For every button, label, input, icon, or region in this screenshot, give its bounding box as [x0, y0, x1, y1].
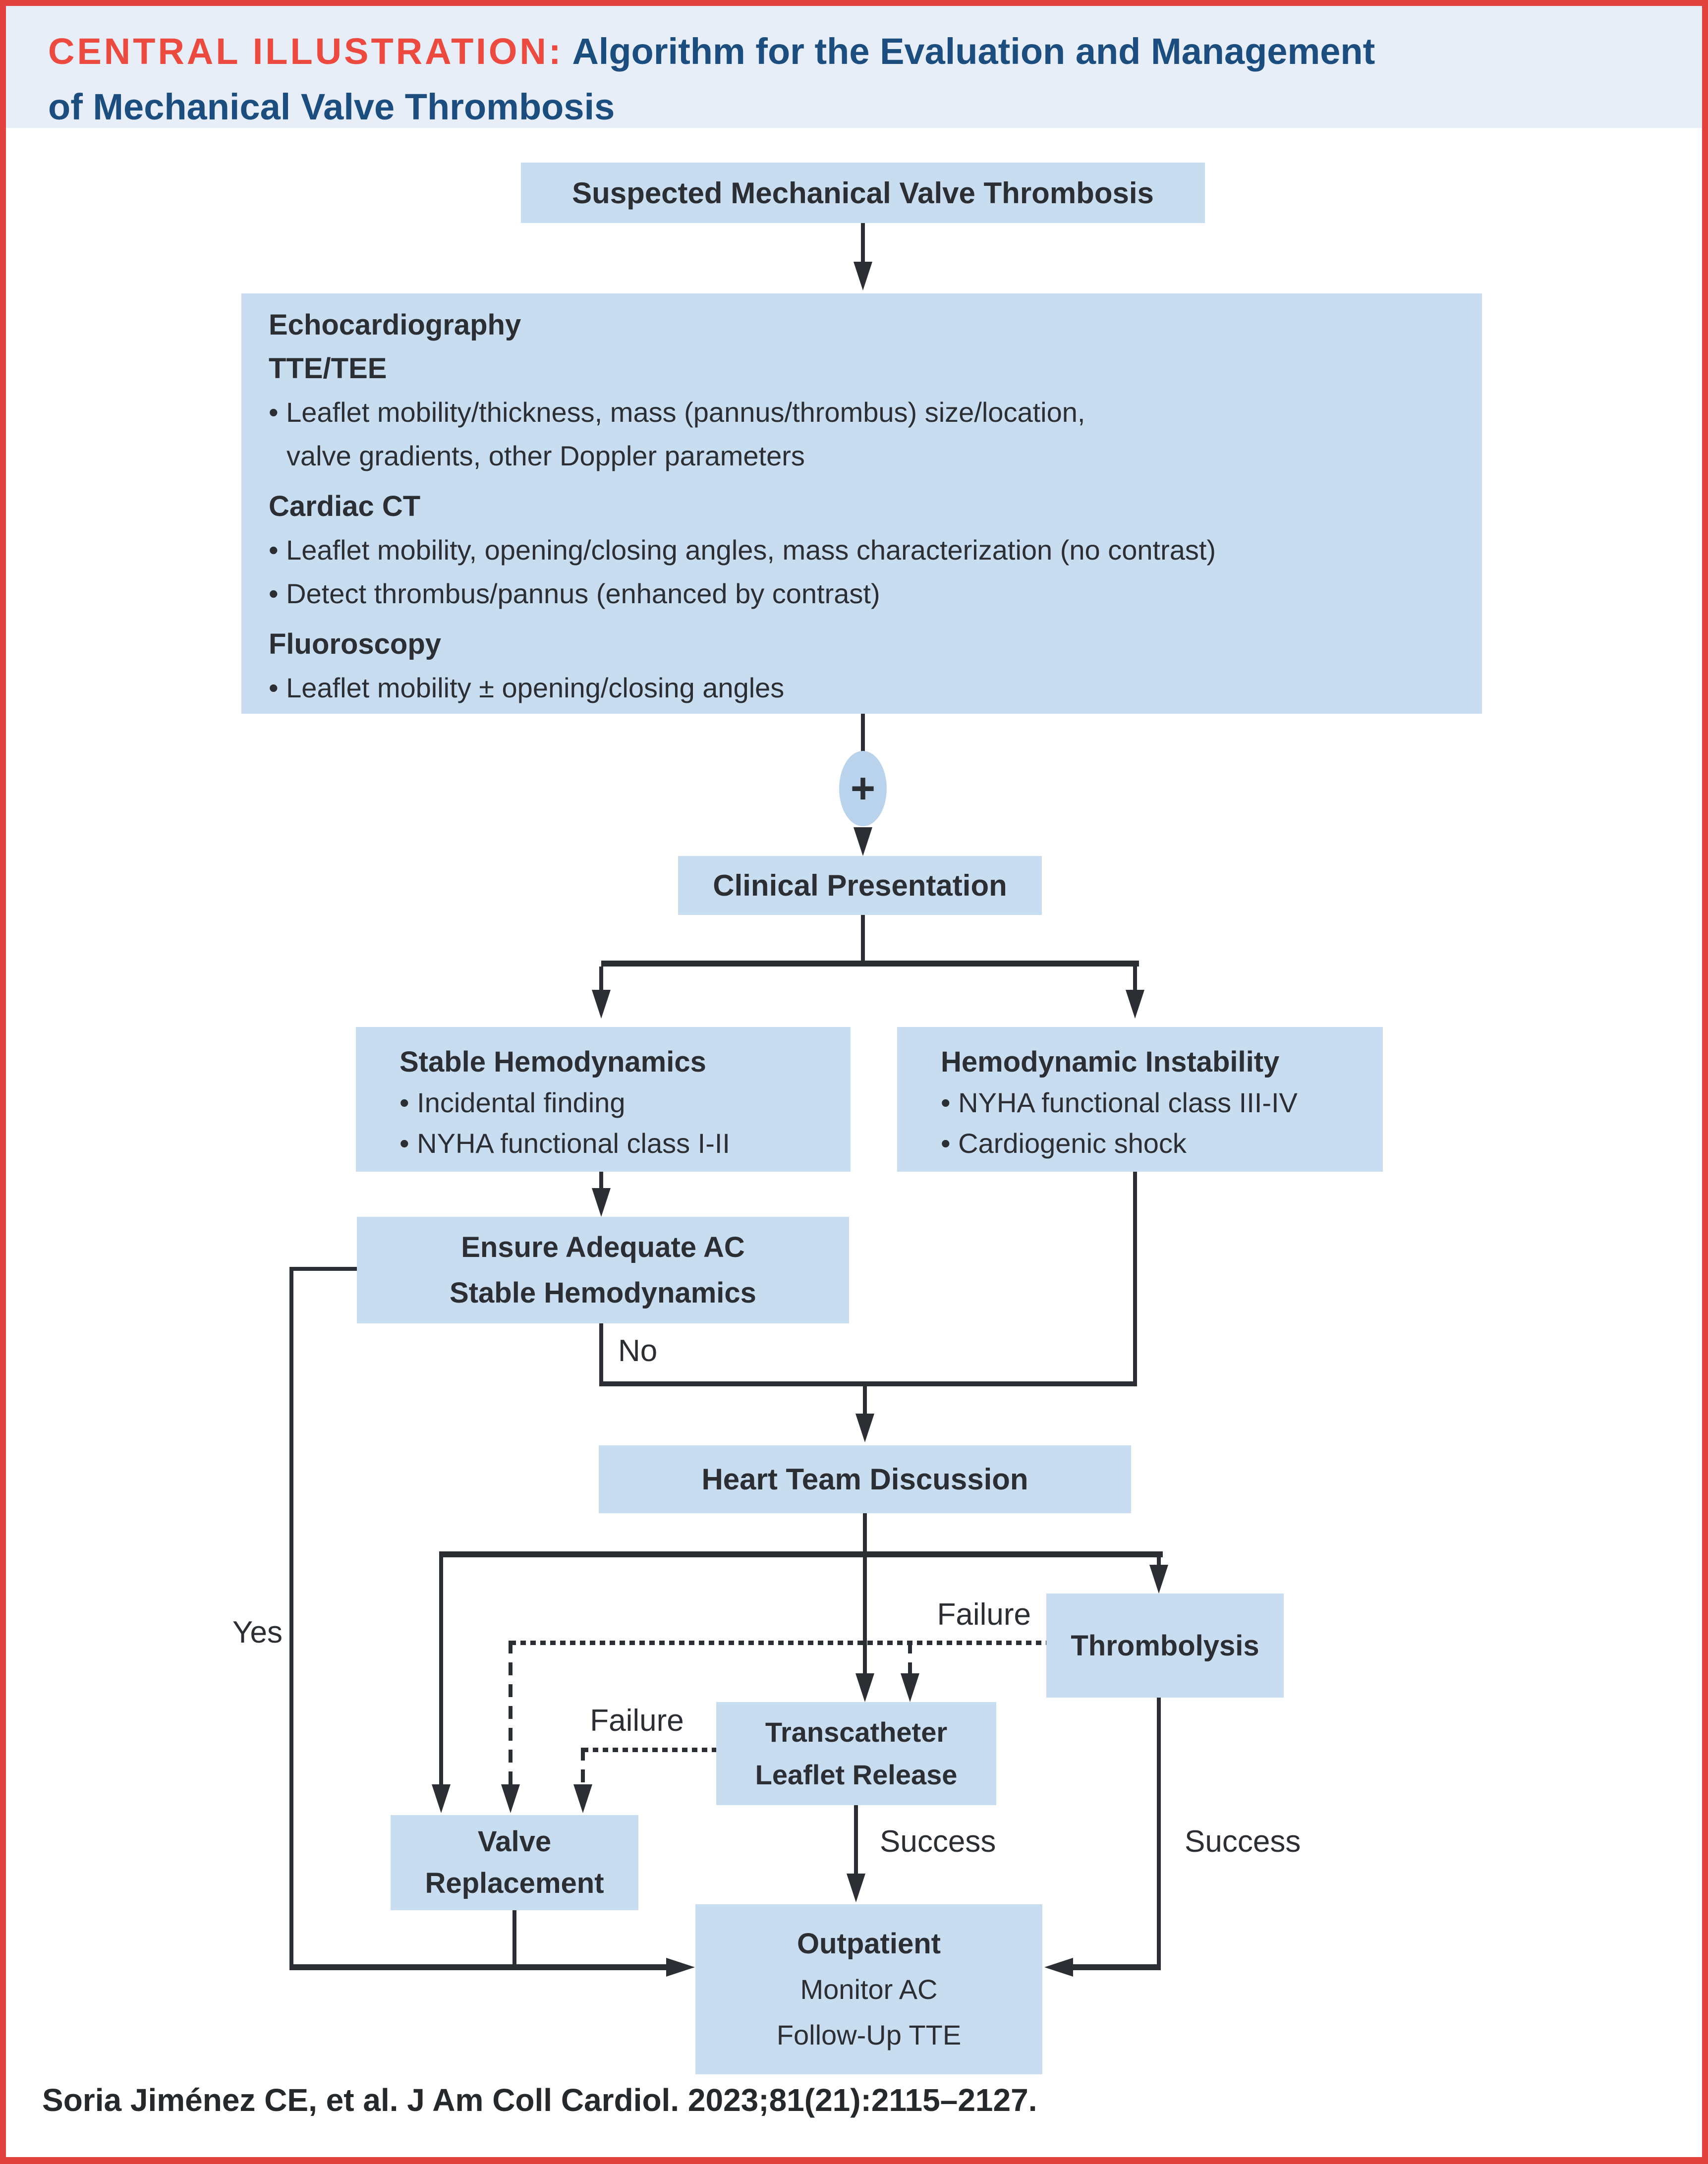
valve-line-2: Replacement: [425, 1867, 604, 1899]
instability-title: Hemodynamic Instability: [941, 1046, 1280, 1078]
connector-merge-bar: [599, 1381, 1137, 1386]
node-outpatient: Outpatient Monitor AC Follow-Up TTE: [695, 1904, 1042, 2074]
title-line-2: of Mechanical Valve Thrombosis: [48, 86, 615, 127]
connector-success-right-horizontal: [1071, 1964, 1161, 1970]
connector-stable-ensure-line: [599, 1172, 603, 1190]
title-rest: Algorithm for the Evaluation and Managem…: [572, 31, 1375, 72]
connector-merge-heart-line: [863, 1386, 867, 1414]
connector-transcatheter-failure-arrowhead: [573, 1784, 592, 1813]
edge-label-failure-transcatheter: Failure: [590, 1704, 684, 1738]
stable-bullet-2: • NYHA functional class I-II: [399, 1128, 730, 1159]
node-transcatheter-leaflet-release: Transcatheter Leaflet Release: [716, 1702, 996, 1805]
figure-header: CENTRAL ILLUSTRATION: Algorithm for the …: [6, 6, 1702, 128]
transcatheter-line-1: Transcatheter: [765, 1716, 948, 1748]
connector-success-right-arrowhead: [1044, 1958, 1073, 1977]
ensure-line-2: Stable Hemodynamics: [450, 1276, 756, 1309]
stable-bullet-1: • Incidental finding: [399, 1087, 626, 1118]
node-thrombolysis: Thrombolysis: [1046, 1594, 1284, 1698]
connector-split-stable-arrowhead: [592, 990, 611, 1019]
edge-label-success-transcatheter: Success: [880, 1824, 996, 1859]
node-ensure-adequate-ac: Ensure Adequate AC Stable Hemodynamics: [357, 1217, 849, 1323]
connector-heart-split-bar: [439, 1551, 1163, 1557]
connector-transcatheter-failure-dashed: [581, 1748, 585, 1784]
instability-bullet-2: • Cardiogenic shock: [941, 1128, 1187, 1159]
edge-label-success-thrombolysis: Success: [1185, 1824, 1301, 1859]
connector-split-thrombolysis-arrowhead: [1149, 1565, 1168, 1594]
connector-stable-ensure-arrowhead: [592, 1188, 611, 1217]
title-kicker: CENTRAL ILLUSTRATION:: [48, 31, 564, 72]
outpatient-line-1: Outpatient: [797, 1927, 941, 1960]
connector-imaging-plus-line: [861, 714, 865, 752]
connector-heart-split-line: [863, 1513, 867, 1551]
node-imaging-evaluation: Echocardiography TTE/TEE • Leaflet mobil…: [241, 293, 1482, 714]
connector-clinical-split-line: [861, 915, 865, 961]
stable-hemodynamics-content: Stable Hemodynamics • Incidental finding…: [356, 1027, 851, 1164]
ensure-line-1: Ensure Adequate AC: [461, 1231, 745, 1263]
modality-echocardiography: Echocardiography: [269, 309, 521, 341]
connector-failure-transcatheter-arrowhead: [901, 1673, 919, 1702]
ct-bullet-1: • Leaflet mobility, opening/closing angl…: [269, 534, 1216, 566]
fluoro-bullet-1: • Leaflet mobility ± opening/closing ang…: [269, 672, 785, 703]
connector-yes-vertical-line: [289, 1267, 293, 1970]
connector-split-thrombolysis-line: [1157, 1557, 1161, 1566]
modality-tte-tee: TTE/TEE: [269, 352, 387, 385]
connector-split-valve-arrowhead: [432, 1784, 451, 1813]
outpatient-line-2: Monitor AC: [800, 1973, 938, 2005]
connector-suspected-imaging-line: [861, 223, 865, 262]
connector-outpatient-left-arrowhead: [666, 1958, 695, 1977]
transcatheter-line-2: Leaflet Release: [755, 1759, 958, 1790]
connector-split-instability-arrowhead: [1126, 990, 1144, 1019]
echo-bullet-1: • Leaflet mobility/thickness, mass (pann…: [269, 397, 1085, 428]
edge-label-no: No: [618, 1334, 658, 1368]
imaging-evaluation-content: Echocardiography TTE/TEE • Leaflet mobil…: [241, 293, 1482, 710]
valve-line-1: Valve: [477, 1825, 552, 1858]
connector-suspected-imaging-arrowhead: [854, 262, 872, 290]
stable-title: Stable Hemodynamics: [399, 1046, 706, 1078]
connector-plus-clinical-arrowhead: [854, 827, 872, 856]
node-heart-team-discussion: Heart Team Discussion: [599, 1445, 1131, 1513]
title-line-1: CENTRAL ILLUSTRATION: Algorithm for the …: [48, 24, 1375, 79]
instability-bullet-1: • NYHA functional class III-IV: [941, 1087, 1298, 1118]
connector-thrombolysis-success-line: [1157, 1698, 1161, 1970]
connector-split-transcatheter-arrowhead: [855, 1673, 874, 1702]
connector-ensure-no-line: [599, 1323, 603, 1386]
connector-split-transcatheter-line: [863, 1557, 867, 1673]
connector-failure-valve-arrowhead: [501, 1784, 520, 1813]
connector-valve-outpatient-line: [512, 1910, 516, 1964]
connector-transcatheter-success-arrowhead: [847, 1874, 865, 1902]
connector-transcatheter-failure-dotted: [583, 1748, 716, 1752]
connector-merge-heart-arrowhead: [855, 1414, 874, 1442]
frame-bottom: [0, 2157, 1708, 2164]
connector-failure-transcatheter-dashed: [908, 1641, 912, 1673]
frame-right: [1702, 0, 1708, 2164]
connector-failure-valve-dashed: [509, 1641, 512, 1784]
connector-thrombolysis-failure-dotted: [511, 1641, 1046, 1645]
node-suspected-thrombosis: Suspected Mechanical Valve Thrombosis: [521, 163, 1205, 223]
frame-left: [0, 0, 6, 2164]
plus-combine-icon: +: [839, 751, 887, 826]
outpatient-line-3: Follow-Up TTE: [776, 2019, 962, 2050]
connector-split-stable-line: [599, 967, 603, 991]
edge-label-failure-thrombolysis: Failure: [937, 1597, 1031, 1632]
modality-fluoroscopy: Fluoroscopy: [269, 628, 442, 660]
connector-ensure-yes-exit: [291, 1267, 357, 1271]
citation: Soria Jiménez CE, et al. J Am Coll Cardi…: [42, 2082, 1037, 2118]
node-clinical-presentation: Clinical Presentation: [678, 856, 1042, 915]
node-hemodynamic-instability: Hemodynamic Instability • NYHA functiona…: [897, 1027, 1383, 1172]
ct-bullet-2: • Detect thrombus/pannus (enhanced by co…: [269, 578, 880, 609]
connector-instability-merge-line: [1133, 1172, 1137, 1386]
node-stable-hemodynamics: Stable Hemodynamics • Incidental finding…: [356, 1027, 851, 1172]
modality-cardiac-ct: Cardiac CT: [269, 490, 421, 522]
echo-bullet-1-continued: valve gradients, other Doppler parameter…: [286, 440, 805, 471]
connector-split-instability-line: [1133, 967, 1137, 991]
node-valve-replacement: Valve Replacement: [391, 1815, 638, 1910]
connector-transcatheter-success-line: [854, 1805, 858, 1874]
edge-label-yes: Yes: [232, 1615, 283, 1650]
connector-clinical-split-bar: [601, 961, 1139, 967]
frame-top: [0, 0, 1708, 6]
connector-split-valve-line: [439, 1557, 443, 1784]
connector-bottom-left-horizontal: [289, 1964, 666, 1970]
hemodynamic-instability-content: Hemodynamic Instability • NYHA functiona…: [897, 1027, 1383, 1164]
figure-title: CENTRAL ILLUSTRATION: Algorithm for the …: [48, 24, 1375, 135]
